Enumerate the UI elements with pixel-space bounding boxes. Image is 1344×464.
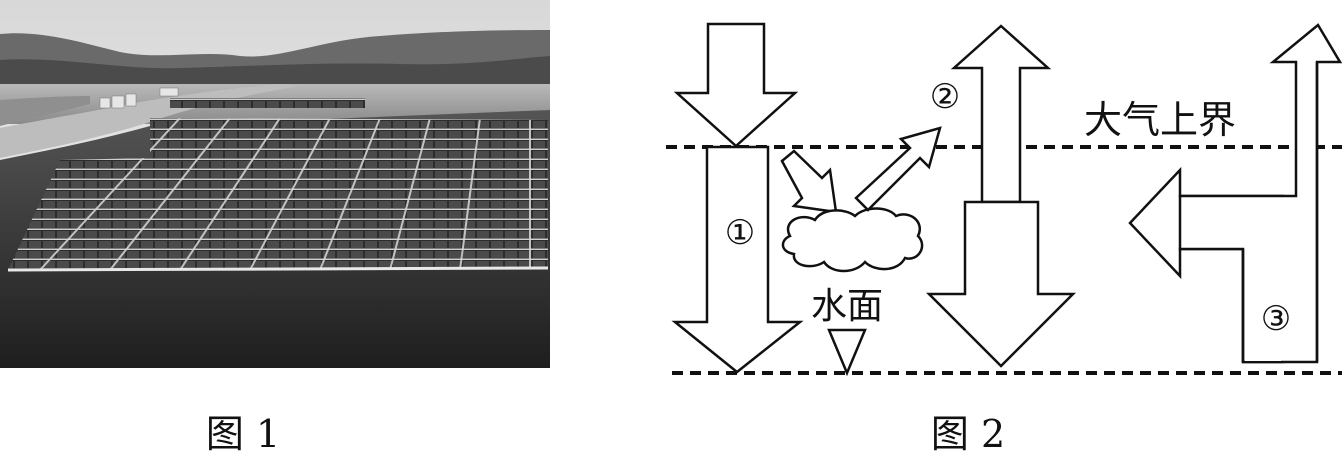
- cloud: [781, 207, 924, 273]
- photo-distant-panels: [170, 98, 365, 108]
- marker-1: ①: [725, 213, 755, 253]
- arrow-to-cloud: [780, 149, 838, 214]
- marker-2: ②: [930, 77, 960, 117]
- arrow-down-middle: [925, 200, 1077, 368]
- photo-buildings: [99, 87, 179, 109]
- water-surface-marker: [827, 328, 867, 377]
- arrow-2-up-right: [854, 126, 942, 212]
- figure-1-caption: 图 1: [206, 412, 280, 456]
- marker-3: ③: [1261, 299, 1291, 339]
- water-surface-label: 水面: [811, 286, 883, 327]
- arrow-up-middle: [950, 24, 1052, 204]
- atmosphere-top-label: 大气上界: [1084, 98, 1236, 142]
- energy-water-diagram: ① ② 水面 大气上界 ④ ③: [666, 22, 1343, 377]
- arrow-1-down: [671, 145, 804, 374]
- figure-2-caption: 图 2: [931, 412, 1005, 456]
- incoming-radiation-arrow: [673, 22, 799, 148]
- floating-solar-farm-photo: [0, 0, 550, 368]
